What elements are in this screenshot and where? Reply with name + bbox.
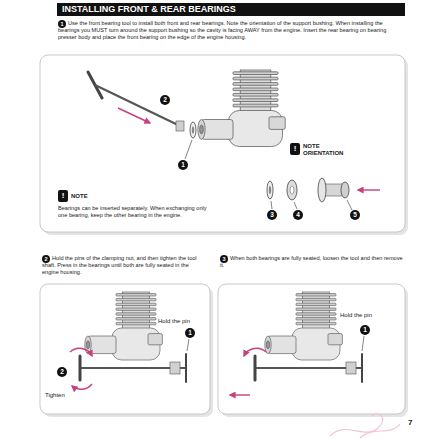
callout-number: 3 xyxy=(267,210,277,220)
note-heading: NOTE ORIENTATION xyxy=(303,143,351,157)
step-number: 3 xyxy=(220,255,228,263)
note-text: Bearings can be inserted separately. Whe… xyxy=(58,205,208,219)
step-number: 2 xyxy=(42,255,50,263)
callout-number: 4 xyxy=(293,210,303,220)
callout-number: 1 xyxy=(360,325,370,335)
callout-number: 1 xyxy=(178,160,188,170)
warning-icon: ! xyxy=(58,190,68,202)
note-heading: NOTE xyxy=(71,193,88,200)
step-text: When both bearings are fully seated, loo… xyxy=(220,255,405,269)
engine-drawing xyxy=(230,292,364,395)
instruction-label: Hold the pin xyxy=(340,312,372,319)
decorative-swirl xyxy=(330,414,400,438)
callout-number: 1 xyxy=(185,328,195,338)
callout-number: 5 xyxy=(350,210,360,220)
step-text: Hold the pins of the clamping nut, and t… xyxy=(42,255,207,276)
step-text: Use the front bearing tool to install bo… xyxy=(58,20,405,41)
warning-icon: ! xyxy=(290,143,300,155)
title-bar xyxy=(57,3,405,16)
callout-number: 2 xyxy=(160,95,170,105)
figure-panel xyxy=(40,284,210,414)
figure-panel xyxy=(218,284,405,414)
page-title: INSTALLING FRONT & REAR BEARINGS xyxy=(62,4,236,15)
engine-drawing xyxy=(70,292,189,389)
instruction-label: Hold the pin xyxy=(158,318,190,325)
engine-drawing xyxy=(88,70,380,210)
figure-panel xyxy=(40,55,405,232)
page-number: 7 xyxy=(408,418,412,427)
callout-number: 2 xyxy=(57,367,67,377)
step-number: 1 xyxy=(58,20,66,28)
instruction-label: Tighten xyxy=(45,392,65,399)
